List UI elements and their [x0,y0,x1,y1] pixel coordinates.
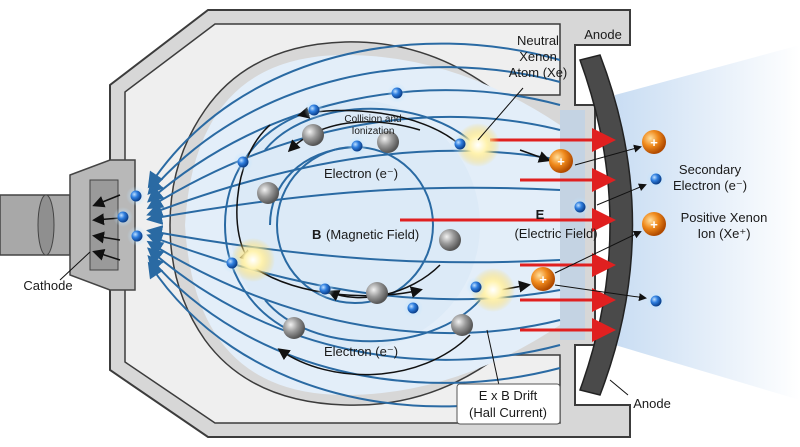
xenon-ion-icon [642,212,666,236]
xenon-ion-icon [642,130,666,154]
leader-lines [59,87,647,396]
xenon-ions: + + + + [531,130,666,291]
electrons [113,83,666,318]
electron-icon [117,211,129,223]
discharge-chamber [124,23,561,424]
neutral-atom-icon [257,182,279,204]
drift-label-line2: (Hall Current) [469,405,547,420]
cathode-label: Cathode [23,278,72,293]
electron-icon [319,283,331,295]
ion-plus-sign: + [650,135,658,150]
collision-burst-icon [456,123,500,167]
neutral-atom-icon [377,131,399,153]
magnetic-field-label: (Magnetic Field) [326,227,419,242]
neutral-atoms [257,124,473,339]
electron-icon [454,138,466,150]
ion-plus-sign: + [557,154,565,169]
collision-burst-icon [231,238,275,282]
electron-icon [130,190,142,202]
drift-label-box: E x B Drift (Hall Current) [456,383,561,425]
neutral-atom-icon [302,124,324,146]
ion-plus-sign: + [650,217,658,232]
electron-icon [650,295,662,307]
secondary-electron-label-line2: Electron (e⁻) [673,178,747,193]
electron-icon [574,201,586,213]
collision-label-line2: Ionization [352,126,395,137]
positive-xenon-label-line1: Positive Xenon [681,210,768,225]
electron-icon [131,230,143,242]
anode-screen [560,110,585,340]
secondary-electron-label-line1: Secondary [679,162,742,177]
xenon-ion-icon [531,267,555,291]
neutral-xenon-label-line2: Xenon [519,49,557,64]
electron-icon [237,156,249,168]
anode-label-bottom: Anode [633,396,671,411]
magnetic-field-letter: B [312,227,321,242]
neutral-atom-icon [366,282,388,304]
electron-icon [308,104,320,116]
electron-label-top: Electron (e⁻) [324,166,398,181]
neutral-xenon-label-line1: Neutral [517,33,559,48]
collision-label-line1: Collision and [344,114,401,125]
electron-icon [407,302,419,314]
positive-xenon-label-line2: Ion (Xe⁺) [697,226,750,241]
electric-field-letter: E [536,207,545,222]
ion-plus-sign: + [539,272,547,287]
drift-label-line1: E x B Drift [479,388,538,403]
secondary-electron-icon [650,173,662,185]
neutral-atom-icon [439,229,461,251]
xenon-ion-icon [549,149,573,173]
electron-label-bottom: Electron (e⁻) [324,344,398,359]
labels: Neutral Xenon Atom (Xe) Anode Anode Coll… [23,27,767,411]
anode-label-top: Anode [584,27,622,42]
electron-icon [391,87,403,99]
electric-field-arrows [400,128,616,342]
cathode-cylinder [0,194,71,256]
electron-icon [226,257,238,269]
neutral-xenon-label-line3: Atom (Xe) [509,65,568,80]
electron-icon [351,140,363,152]
neutral-atom-icon [451,314,473,336]
neutral-atom-icon [283,317,305,339]
electron-icon [470,281,482,293]
electric-field-label: (Electric Field) [514,226,597,241]
